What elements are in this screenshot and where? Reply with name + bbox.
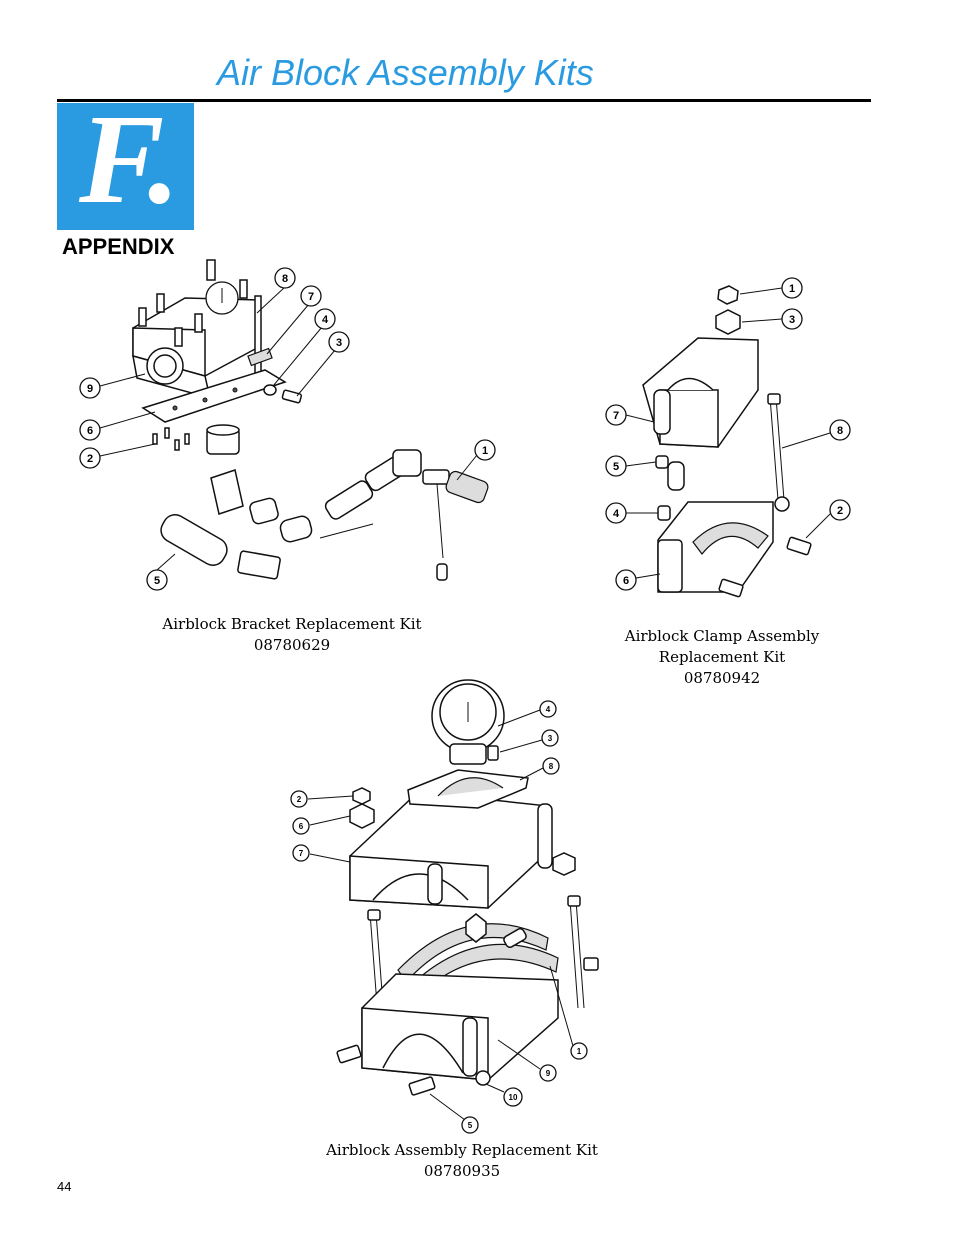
assembly-kit-part-number: 08780935 [423, 1162, 501, 1180]
svg-text:1: 1 [577, 1047, 582, 1056]
svg-text:8: 8 [282, 273, 288, 285]
svg-text:9: 9 [87, 383, 93, 395]
svg-text:4: 4 [322, 314, 329, 326]
svg-text:1: 1 [482, 445, 488, 457]
bracket-kit-caption: Airblock Bracket Replacement Kit 0878062… [140, 614, 444, 656]
svg-text:6: 6 [623, 575, 629, 587]
page-number: 44 [57, 1179, 72, 1194]
svg-text:3: 3 [336, 337, 342, 349]
svg-text:7: 7 [299, 849, 304, 858]
callout-1: 1 [549, 965, 588, 1060]
callout-4: 4 [497, 700, 557, 727]
callout-8: 8 [256, 267, 296, 314]
svg-text:2: 2 [837, 505, 843, 517]
page-title: Air Block Assembly Kits [217, 52, 594, 93]
callout-6: 6 [615, 569, 661, 591]
callout-3: 3 [296, 331, 350, 397]
svg-text:4: 4 [546, 705, 551, 714]
svg-text:1: 1 [789, 283, 795, 295]
header-rule [57, 99, 871, 102]
clamp-kit-drawing: 1 3 7 8 5 4 2 6 [605, 277, 851, 598]
clamp-kit-part-number: 08780942 [683, 669, 761, 687]
callout-1: 1 [456, 439, 496, 481]
bracket-kit-name: Airblock Bracket Replacement Kit [162, 615, 422, 633]
section-letter: F. [79, 103, 180, 230]
svg-text:6: 6 [299, 822, 304, 831]
callout-9: 9 [79, 373, 146, 399]
svg-text:5: 5 [154, 575, 160, 587]
assembly-kit-drawing: 4 3 8 2 6 7 1 9 10 5 [290, 679, 599, 1134]
svg-text:7: 7 [613, 410, 619, 422]
callout-8: 8 [519, 757, 560, 781]
callout-4: 4 [605, 502, 658, 524]
callout-4: 4 [272, 308, 336, 387]
callout-3: 3 [741, 308, 803, 330]
svg-text:10: 10 [509, 1093, 518, 1102]
callout-8: 8 [781, 419, 851, 449]
svg-text:2: 2 [297, 795, 302, 804]
callout-1: 1 [739, 277, 803, 299]
callout-2: 2 [79, 443, 156, 469]
callout-9: 9 [497, 1039, 557, 1082]
svg-text:5: 5 [468, 1121, 473, 1130]
callout-5: 5 [429, 1093, 479, 1134]
callout-7: 7 [605, 404, 655, 426]
callout-6: 6 [79, 411, 156, 441]
assembly-kit-caption: Airblock Assembly Replacement Kit 087809… [292, 1140, 632, 1182]
callout-2: 2 [805, 499, 851, 539]
svg-text:8: 8 [549, 762, 554, 771]
clamp-kit-name-line1: Airblock Clamp Assembly [624, 627, 820, 645]
callout-7: 7 [266, 285, 322, 355]
callout-2: 2 [290, 790, 354, 808]
clamp-kit-caption: Airblock Clamp Assembly Replacement Kit … [602, 626, 842, 689]
appendix-label: APPENDIX [62, 234, 175, 259]
svg-text:8: 8 [837, 425, 843, 437]
callout-7: 7 [292, 844, 351, 863]
callout-10: 10 [485, 1083, 523, 1107]
callout-6: 6 [292, 815, 351, 835]
svg-text:7: 7 [308, 291, 314, 303]
svg-text:3: 3 [548, 734, 553, 743]
callout-3: 3 [499, 729, 559, 753]
bracket-kit-drawing: 8 7 4 3 9 6 2 1 5 [79, 259, 496, 591]
svg-text:5: 5 [613, 461, 619, 473]
callout-5: 5 [605, 455, 657, 477]
svg-text:9: 9 [546, 1069, 551, 1078]
section-tab: F. [57, 103, 194, 230]
callout-5: 5 [146, 553, 176, 591]
svg-text:4: 4 [613, 508, 620, 520]
svg-text:2: 2 [87, 453, 93, 465]
bracket-kit-part-number: 08780629 [253, 636, 331, 654]
svg-text:6: 6 [87, 425, 93, 437]
svg-text:3: 3 [789, 314, 795, 326]
assembly-kit-name: Airblock Assembly Replacement Kit [326, 1141, 598, 1159]
clamp-kit-name-line2: Replacement Kit [658, 648, 786, 666]
